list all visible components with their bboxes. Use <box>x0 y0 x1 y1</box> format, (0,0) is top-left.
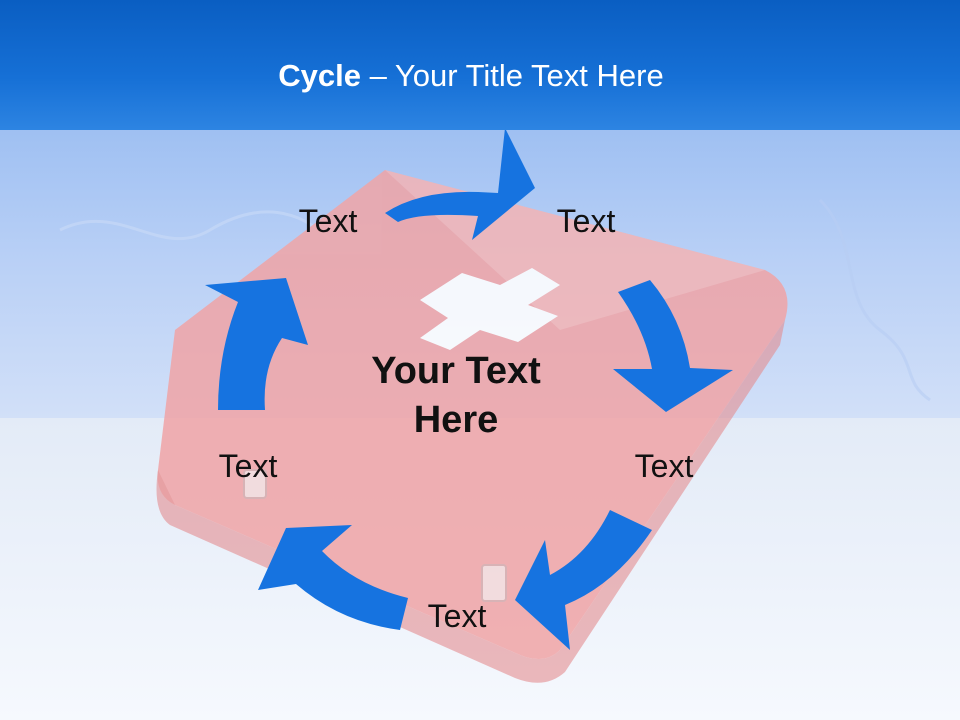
center-text: Your Text Here <box>371 347 541 445</box>
slide-title: Cycle – Your Title Text Here <box>0 56 942 96</box>
latch-icon <box>481 564 507 602</box>
node-label-right: Text <box>634 448 694 484</box>
cycle-arrow-bottom-right <box>515 510 652 650</box>
center-text-line-1: Your Text <box>371 350 541 392</box>
node-label-bottom: Text <box>427 598 487 634</box>
cycle-arrow-top <box>385 128 535 240</box>
center-text-line-2: Here <box>413 399 499 441</box>
latch-icon <box>243 469 267 499</box>
cycle-arrow-right <box>613 280 733 412</box>
cross-icon <box>420 268 560 350</box>
node-label-top-right: Text <box>556 203 616 239</box>
cycle-arrow-left <box>205 278 308 410</box>
slide-title-rest: – Your Title Text Here <box>361 58 664 93</box>
node-label-left: Text <box>218 448 278 484</box>
node-label-top-left: Text <box>298 203 358 239</box>
background-line <box>59 210 332 242</box>
background-line <box>818 198 931 402</box>
cycle-arrow-bottom-left <box>258 525 408 630</box>
title-bar <box>0 0 960 130</box>
slide-title-bold: Cycle <box>278 58 361 93</box>
